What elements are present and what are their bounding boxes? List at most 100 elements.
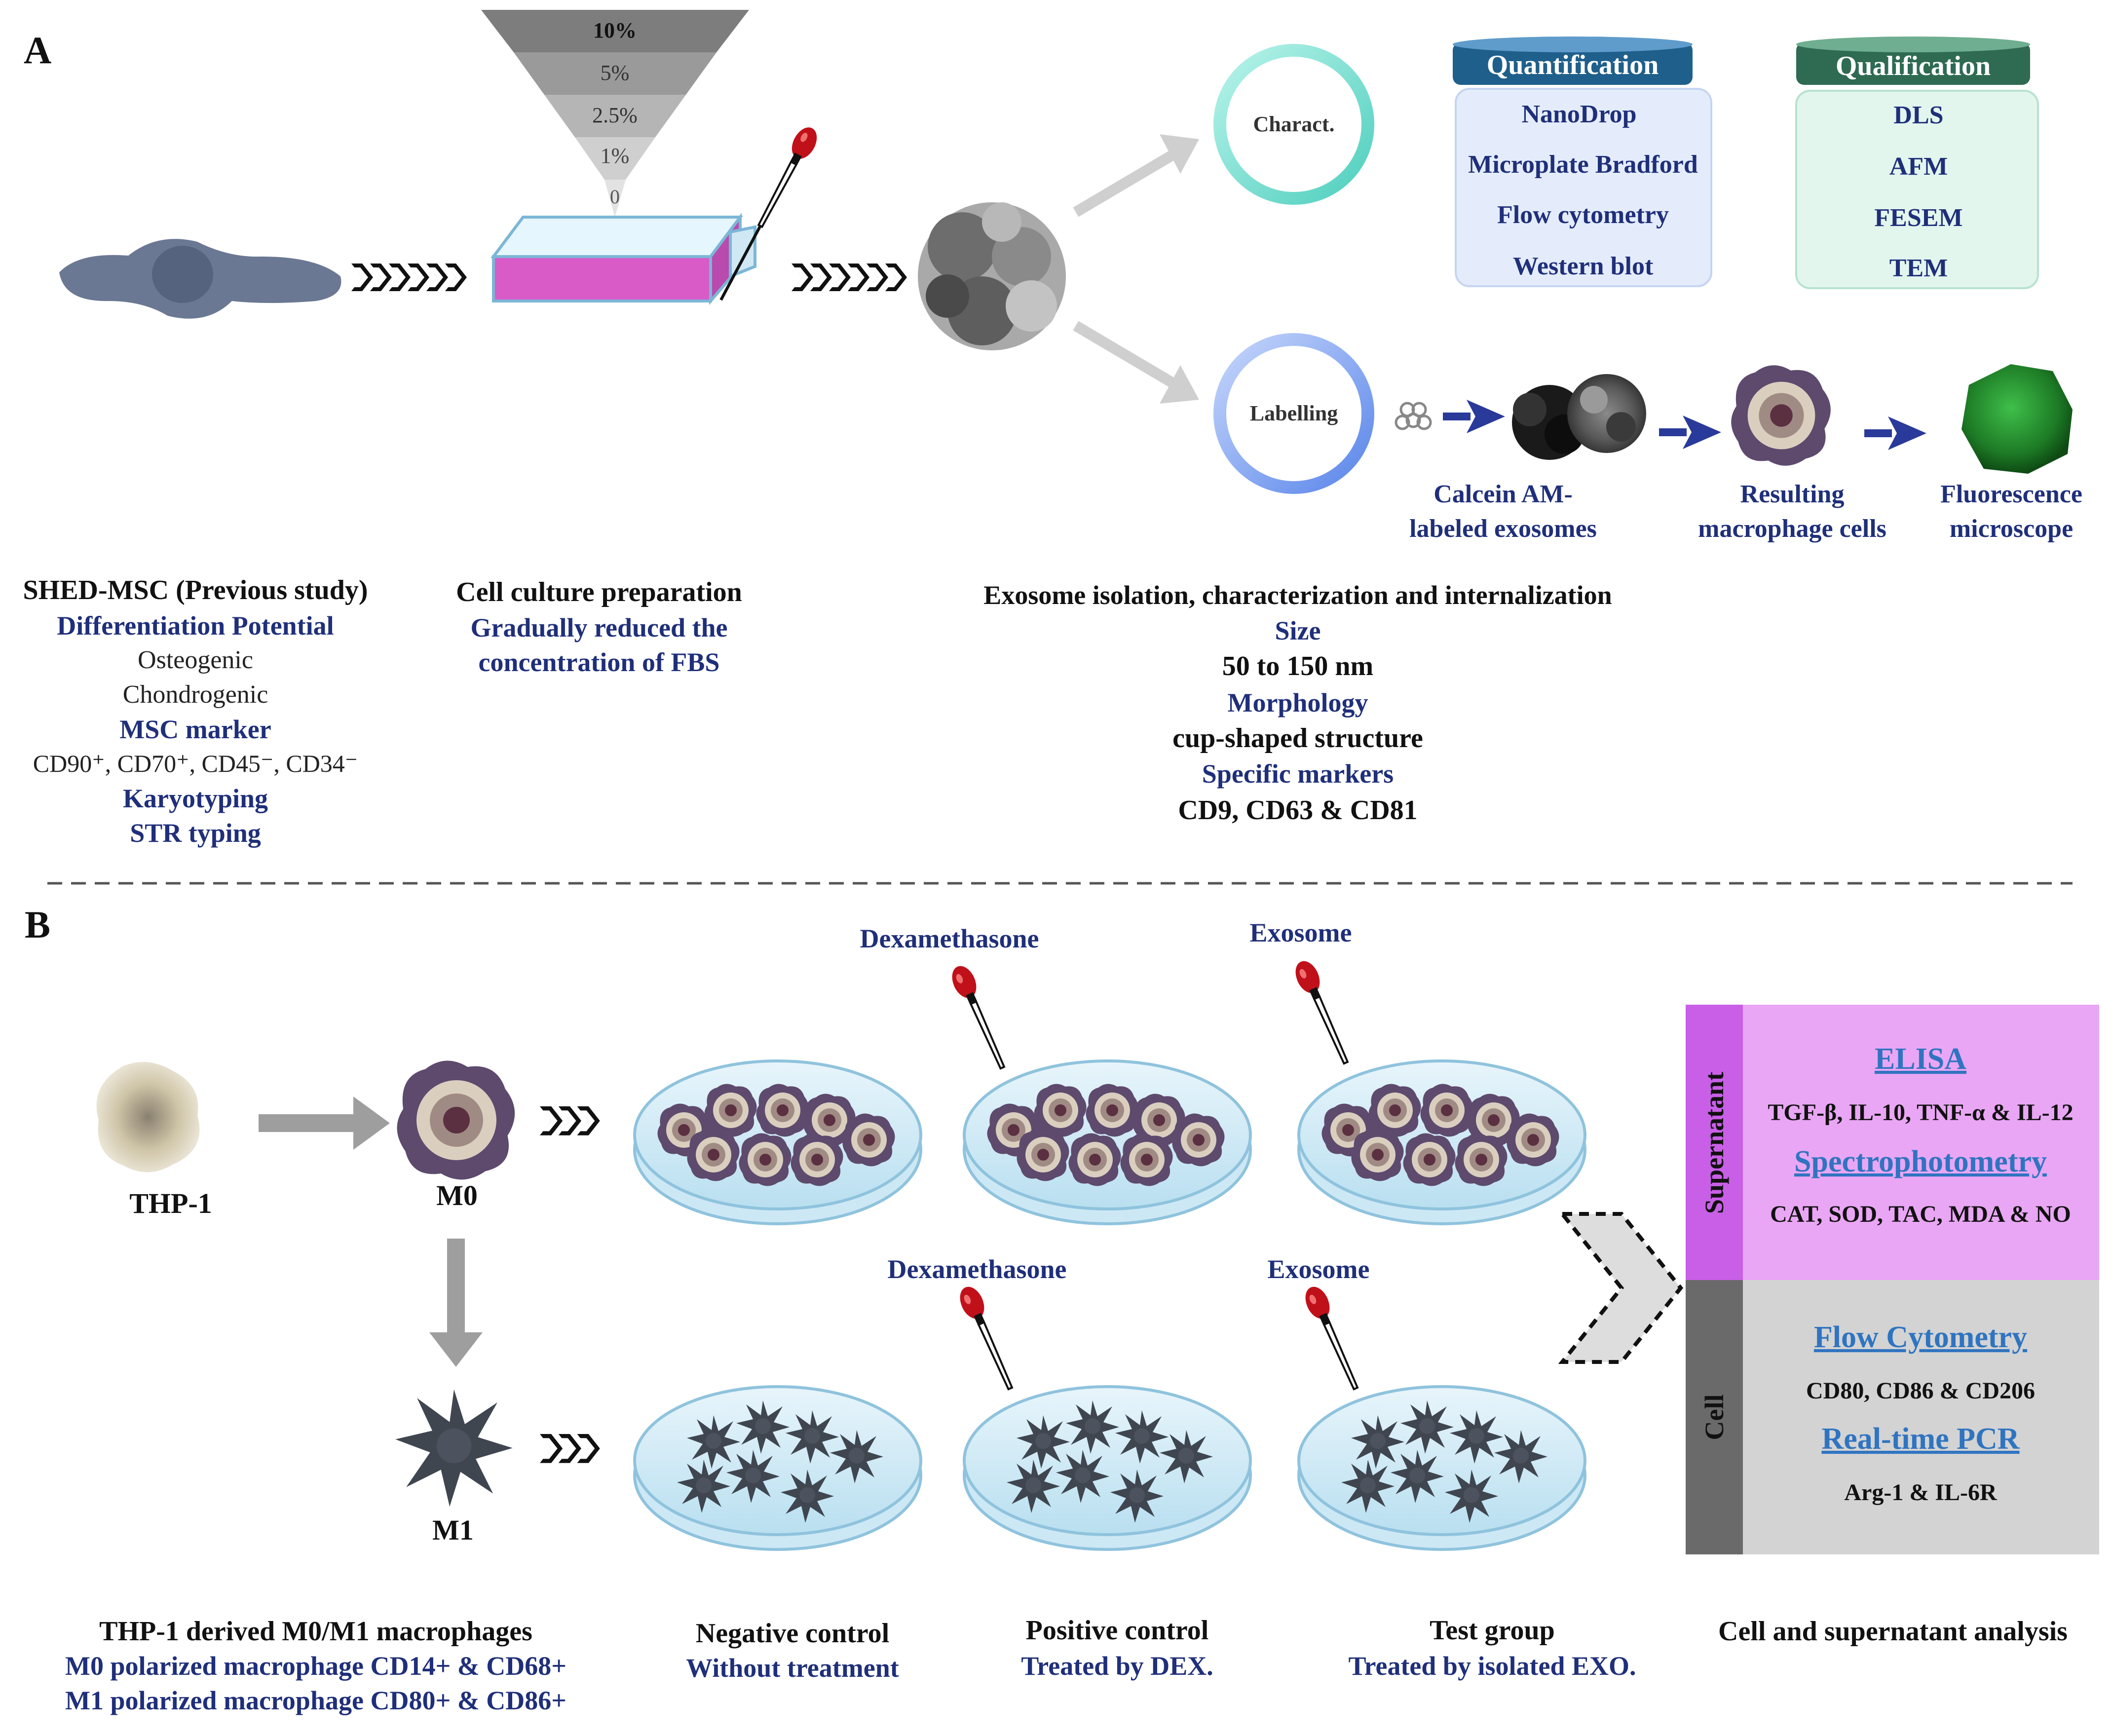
m1-cell bbox=[395, 1389, 513, 1507]
chevrons-m1 bbox=[540, 1434, 600, 1463]
fbs-gradient-funnel: 10% 5% 2.5% 1% 0 bbox=[481, 10, 749, 217]
shed-marker-items: CD90⁺, CD70⁺, CD45⁻, CD34⁻ bbox=[33, 750, 358, 777]
qual-item-dls: DLS bbox=[1893, 101, 1943, 129]
arrow-m0-to-m1 bbox=[429, 1239, 483, 1367]
quant-item-western: Western blot bbox=[1513, 252, 1654, 280]
caption-thp-line2: M1 polarized macrophage CD80+ & CD86+ bbox=[65, 1686, 566, 1715]
exosome-morph-val: cup-shaped structure bbox=[1172, 723, 1423, 754]
calcein-caption-2: labeled exosomes bbox=[1409, 515, 1597, 543]
fbs-level-10: 10% bbox=[593, 18, 637, 42]
quant-item-bradford: Microplate Bradford bbox=[1468, 151, 1698, 179]
m1-label: M1 bbox=[432, 1514, 474, 1546]
shed-str: STR typing bbox=[130, 818, 261, 848]
shed-karyotyping: Karyotyping bbox=[123, 784, 268, 813]
exosome-morph-head: Morphology bbox=[1227, 688, 1368, 717]
dish-m0-dex bbox=[963, 1059, 1252, 1225]
macrophage-caption-2: macrophage cells bbox=[1698, 515, 1886, 543]
fluorescence-caption-1: Fluorescence bbox=[1940, 480, 2082, 508]
caption-pos-title: Positive control bbox=[1026, 1615, 1209, 1646]
exosome-size-val: 50 to 150 nm bbox=[1222, 651, 1373, 681]
caption-neg-sub: Without treatment bbox=[686, 1653, 899, 1683]
navy-arrow-1 bbox=[1443, 400, 1505, 433]
culture-flask bbox=[490, 213, 756, 305]
thp1-label: THP-1 bbox=[129, 1187, 212, 1219]
quantification-header: Quantification bbox=[1487, 50, 1659, 80]
shed-title: SHED-MSC (Previous study) bbox=[23, 575, 368, 605]
cell-tag: Cell bbox=[1699, 1395, 1729, 1440]
qual-item-afm: AFM bbox=[1889, 152, 1948, 181]
elisa-items: TGF-β, IL-10, TNF-α & IL-12 bbox=[1768, 1099, 2073, 1126]
caption-test-sub: Treated by isolated EXO. bbox=[1348, 1651, 1636, 1681]
m0-label: M0 bbox=[436, 1179, 478, 1211]
qual-item-fesem: FESEM bbox=[1874, 204, 1962, 232]
chevrons-m0 bbox=[540, 1106, 600, 1135]
culture-title: Cell culture preparation bbox=[456, 577, 742, 607]
quant-item-nanodrop: NanoDrop bbox=[1521, 100, 1636, 128]
characterization-circle: Charact. bbox=[1213, 44, 1374, 205]
spectro-heading: Spectrophotometry bbox=[1794, 1145, 2047, 1178]
qualification-box: Qualification DLS AFM FESEM TEM bbox=[1795, 37, 2039, 289]
navy-arrow-3 bbox=[1864, 416, 1926, 450]
dish-m1-exo bbox=[1297, 1385, 1586, 1551]
caption-thp-title: THP-1 derived M0/M1 macrophages bbox=[99, 1616, 532, 1647]
chevrons-1 bbox=[351, 264, 467, 291]
fbs-level-1: 1% bbox=[601, 144, 630, 168]
caption-analysis-title: Cell and supernatant analysis bbox=[1718, 1616, 2068, 1647]
caption-pos-sub: Treated by DEX. bbox=[1021, 1651, 1213, 1681]
dropper-dex-bottom bbox=[954, 1282, 1021, 1394]
macrophage-caption-1: Resulting bbox=[1740, 480, 1845, 508]
shed-chondrogenic: Chondrogenic bbox=[123, 680, 268, 709]
shed-osteogenic: Osteogenic bbox=[138, 646, 253, 674]
exo-label-bottom: Exosome bbox=[1268, 1254, 1370, 1284]
qualification-header: Qualification bbox=[1836, 51, 1991, 81]
dex-label-top: Dexamethasone bbox=[860, 924, 1039, 953]
fbs-level-0: 0 bbox=[610, 186, 620, 208]
caption-neg-title: Negative control bbox=[696, 1618, 889, 1649]
macrophage-cell-image bbox=[1731, 365, 1831, 466]
arrow-to-labelling bbox=[1073, 321, 1199, 404]
shed-marker-head: MSC marker bbox=[119, 715, 271, 744]
dish-m1-dex bbox=[963, 1385, 1252, 1551]
shed-msc-cell bbox=[59, 239, 341, 319]
fluorescent-cell-image bbox=[1961, 364, 2073, 474]
exosome-cluster bbox=[918, 202, 1066, 350]
thp1-cell bbox=[96, 1062, 200, 1172]
exosome-markers-head: Specific markers bbox=[1202, 759, 1394, 789]
qual-item-tem: TEM bbox=[1889, 254, 1948, 282]
pcr-heading: Real-time PCR bbox=[1821, 1422, 2020, 1456]
pcr-items: Arg-1 & IL-6R bbox=[1844, 1479, 1998, 1506]
exosome-size-head: Size bbox=[1275, 616, 1321, 645]
elisa-heading: ELISA bbox=[1875, 1042, 1966, 1076]
dropper-exo-top bbox=[1290, 956, 1357, 1068]
exosome-markers-val: CD9, CD63 & CD81 bbox=[1178, 795, 1417, 826]
exo-label-top: Exosome bbox=[1250, 918, 1352, 947]
dish-m1-negative bbox=[633, 1385, 922, 1551]
flow-heading: Flow Cytometry bbox=[1814, 1321, 2027, 1354]
navy-arrow-2 bbox=[1659, 415, 1721, 449]
analysis-panel: Supernatant Cell ELISA TGF-β, IL-10, TNF… bbox=[1686, 1005, 2099, 1554]
dish-m0-exo bbox=[1297, 1059, 1586, 1225]
panel-a-letter: A bbox=[24, 29, 51, 72]
charact-label: Charact. bbox=[1253, 112, 1335, 136]
spectro-items: CAT, SOD, TAC, MDA & NO bbox=[1770, 1201, 2071, 1227]
caption-test-title: Test group bbox=[1430, 1615, 1555, 1646]
dex-label-bottom: Dexamethasone bbox=[888, 1254, 1067, 1284]
fbs-level-5: 5% bbox=[601, 61, 630, 85]
fbs-level-2-5: 2.5% bbox=[592, 103, 638, 127]
labelling-circle: Labelling bbox=[1213, 333, 1374, 494]
m0-cell bbox=[397, 1060, 515, 1180]
calcein-caption-1: Calcein AM- bbox=[1433, 480, 1573, 508]
caption-thp-line1: M0 polarized macrophage CD14+ & CD68+ bbox=[65, 1651, 566, 1681]
culture-desc-2: concentration of FBS bbox=[479, 647, 720, 677]
labeled-exosome-image bbox=[1512, 374, 1646, 460]
dropper-dex-top bbox=[946, 961, 1014, 1073]
calcein-molecule-icon bbox=[1395, 402, 1432, 430]
shed-diff-head: Differentiation Potential bbox=[57, 611, 334, 641]
quantification-box: Quantification NanoDrop Microplate Bradf… bbox=[1453, 37, 1712, 287]
exosome-title: Exosome isolation, characterization and … bbox=[983, 580, 1612, 610]
dropper-exo-bottom bbox=[1300, 1282, 1367, 1394]
dish-m0-negative bbox=[633, 1059, 922, 1225]
dashed-chevron-arrow bbox=[1558, 1212, 1684, 1364]
labelling-label: Labelling bbox=[1250, 401, 1338, 425]
